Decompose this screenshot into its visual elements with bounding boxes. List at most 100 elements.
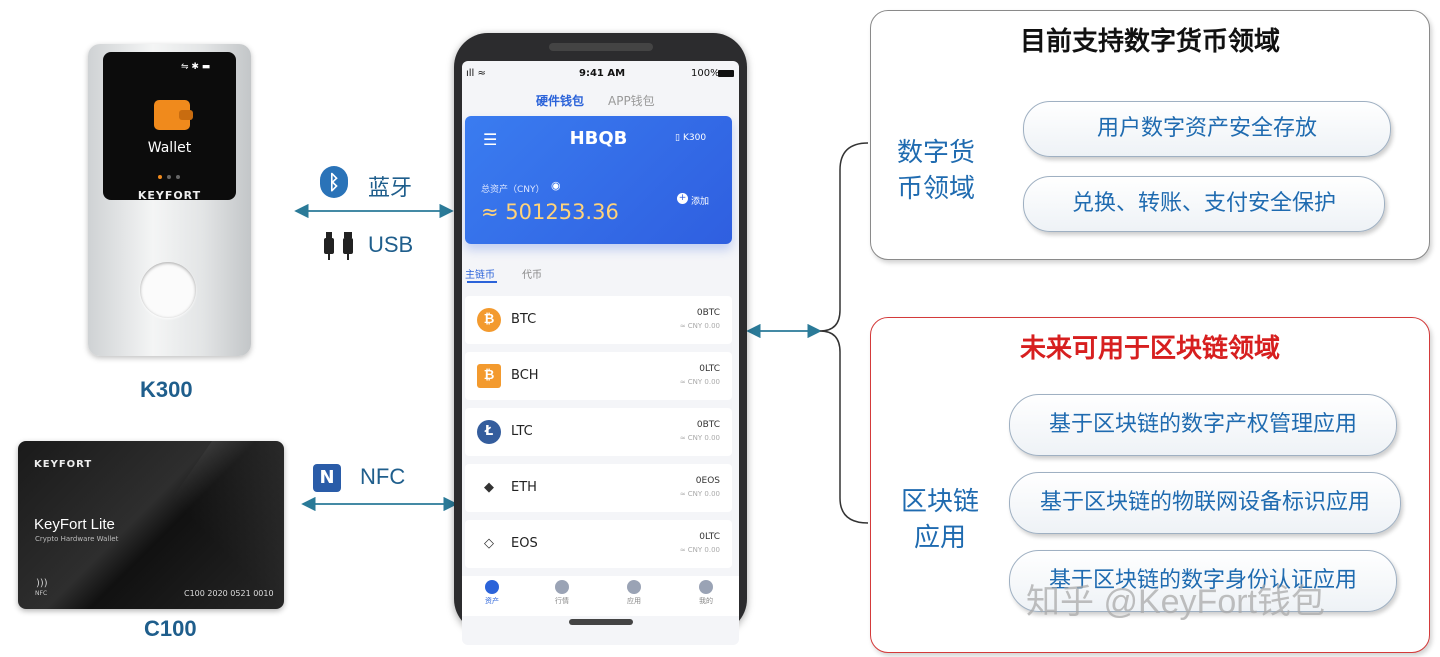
nav-label: 资产: [485, 597, 499, 605]
coin-name: BCH: [511, 368, 539, 383]
coin-name: EOS: [511, 536, 538, 551]
coin-balance: 0BTC: [696, 420, 720, 430]
eos-icon: ◇: [484, 536, 494, 551]
future-use-box: 未来可用于区块链领域 区块链 应用 基于区块链的数字产权管理应用 基于区块链的物…: [870, 317, 1430, 653]
current-item: 用户数字资产安全存放: [1023, 101, 1391, 157]
usb-icon: [324, 232, 353, 260]
category-line: 区块链: [900, 487, 979, 517]
bluetooth-label: 蓝牙: [368, 175, 413, 200]
watermark: 知乎 @KeyFort钱包: [1026, 583, 1325, 621]
coin-cny-value: ≈ CNY 0.00: [679, 434, 720, 442]
wallet-icon: [154, 100, 193, 130]
market-icon: [555, 580, 569, 594]
coin-name: ETH: [511, 480, 537, 495]
current-item: 兑换、转账、支付安全保护: [1023, 176, 1385, 232]
tab-hardware-wallet[interactable]: 硬件钱包: [536, 94, 585, 108]
coin-name: LTC: [511, 424, 533, 439]
nav-label: 我的: [699, 597, 713, 605]
coin-row-btc[interactable]: ₿ BTC 0BTC ≈ CNY 0.00: [465, 296, 732, 344]
future-item: 基于区块链的数字身份认证应用: [1009, 550, 1397, 612]
coin-cny-value: ≈ CNY 0.00: [679, 378, 720, 386]
k300-fingerprint-button: [140, 262, 196, 318]
category-line: 数字货: [896, 138, 975, 168]
tab-main-coins[interactable]: 主链币: [465, 270, 495, 281]
coin-row-ltc[interactable]: Ł LTC 0BTC ≈ CNY 0.00: [465, 408, 732, 456]
wallet-name: HBQB: [569, 128, 628, 149]
coin-cny-value: ≈ CNY 0.00: [679, 546, 720, 554]
current-support-box: 目前支持数字货币领域 数字货 币领域 用户数字资产安全存放 兑换、转账、支付安全…: [870, 10, 1430, 260]
current-category: 数字货 币领域: [891, 135, 981, 207]
bracket: [819, 142, 869, 524]
coin-row-eth[interactable]: ◆ ETH 0EOS ≈ CNY 0.00: [465, 464, 732, 512]
c100-subtitle: Crypto Hardware Wallet: [35, 535, 119, 543]
nav-assets[interactable]: 资产: [462, 580, 522, 606]
bluetooth-icon: ᛒ: [320, 166, 348, 198]
future-category: 区块链 应用: [895, 484, 985, 556]
add-button[interactable]: 添加: [691, 197, 710, 207]
c100-card-pattern: [148, 441, 284, 609]
add-icon[interactable]: +: [677, 193, 688, 204]
status-battery: 100%: [691, 68, 720, 79]
k300-label: K300: [140, 377, 193, 402]
coin-cny-value: ≈ CNY 0.00: [679, 490, 720, 498]
phone-speaker: [549, 43, 653, 51]
coin-row-bch[interactable]: ₿ BCH 0LTC ≈ CNY 0.00: [465, 352, 732, 400]
coin-row-eos[interactable]: ◇ EOS 0LTC ≈ CNY 0.00: [465, 520, 732, 568]
coin-balance: 0LTC: [699, 532, 720, 542]
wallet-card[interactable]: ☰ HBQB ▯ K300 总资产（CNY） ◉ ≈ 501253.36 + 添…: [465, 116, 732, 244]
c100-serial: C100 2020 0521 0010: [184, 589, 274, 598]
contactless-icon: ))): [36, 578, 48, 589]
future-use-title: 未来可用于区块链领域: [1019, 334, 1280, 364]
signal-icon: ıll ≈: [466, 68, 486, 79]
c100-product-name: KeyFort Lite: [34, 516, 115, 533]
k300-device: ⇋ ✱ ▬ Wallet KEYFORT: [88, 44, 251, 356]
bch-icon: ₿: [477, 364, 501, 388]
c100-card: KEYFORT KeyFort Lite Crypto Hardware Wal…: [18, 441, 284, 609]
coin-name: BTC: [511, 312, 537, 327]
coin-cny-value: ≈ CNY 0.00: [679, 322, 720, 330]
battery-icon: [718, 70, 734, 77]
category-line: 币领域: [896, 174, 975, 204]
coin-balance: 0EOS: [695, 476, 720, 486]
eye-icon[interactable]: ◉: [551, 179, 561, 192]
nav-label: 应用: [627, 597, 641, 605]
status-time: 9:41 AM: [579, 68, 626, 79]
assets-icon: [485, 580, 499, 594]
category-line: 应用: [913, 523, 966, 553]
nav-label: 行情: [555, 597, 569, 605]
profile-icon: [699, 580, 713, 594]
nav-market[interactable]: 行情: [532, 580, 592, 606]
phone-bottom-grille: [569, 619, 633, 625]
eth-icon: ◆: [484, 480, 494, 495]
nav-apps[interactable]: 应用: [604, 580, 664, 606]
k300-status-icons: ⇋ ✱ ▬: [181, 62, 211, 72]
menu-icon[interactable]: ☰: [483, 130, 498, 149]
future-item: 基于区块链的物联网设备标识应用: [1009, 472, 1401, 534]
btc-icon: ₿: [477, 308, 501, 332]
tab-underline: [467, 281, 497, 283]
usb-label: USB: [368, 232, 414, 257]
nfc-label: NFC: [360, 464, 406, 489]
nav-profile[interactable]: 我的: [676, 580, 736, 606]
coin-balance: 0LTC: [699, 364, 720, 374]
phone-mockup: ıll ≈ 9:41 AM 100% 硬件钱包 APP钱包 ☰ HBQB ▯ K…: [454, 33, 747, 645]
tab-app-wallet[interactable]: APP钱包: [608, 94, 655, 108]
current-support-title: 目前支持数字货币领域: [1019, 27, 1280, 57]
device-icon: ▯: [675, 133, 680, 143]
phone-screen: ıll ≈ 9:41 AM 100% 硬件钱包 APP钱包 ☰ HBQB ▯ K…: [462, 61, 739, 645]
coin-balance: 0BTC: [696, 308, 720, 318]
k300-screen: ⇋ ✱ ▬ Wallet KEYFORT: [103, 52, 236, 202]
c100-label: C100: [144, 616, 197, 641]
c100-nfc-text: NFC: [35, 590, 48, 597]
bottom-nav: 资产 行情 应用 我的: [462, 576, 739, 616]
k300-page-dots: [158, 164, 188, 179]
tab-tokens[interactable]: 代币: [522, 270, 542, 281]
total-assets-amount: ≈ 501253.36: [481, 200, 619, 224]
c100-logo: KEYFORT: [34, 459, 93, 470]
total-assets-label: 总资产（CNY）: [481, 185, 545, 195]
future-item: 基于区块链的数字产权管理应用: [1009, 394, 1397, 456]
k300-logo: KEYFORT: [137, 189, 202, 202]
k300-screen-label: Wallet: [147, 140, 192, 156]
ltc-icon: Ł: [477, 420, 501, 444]
nfc-icon: N: [313, 464, 341, 492]
